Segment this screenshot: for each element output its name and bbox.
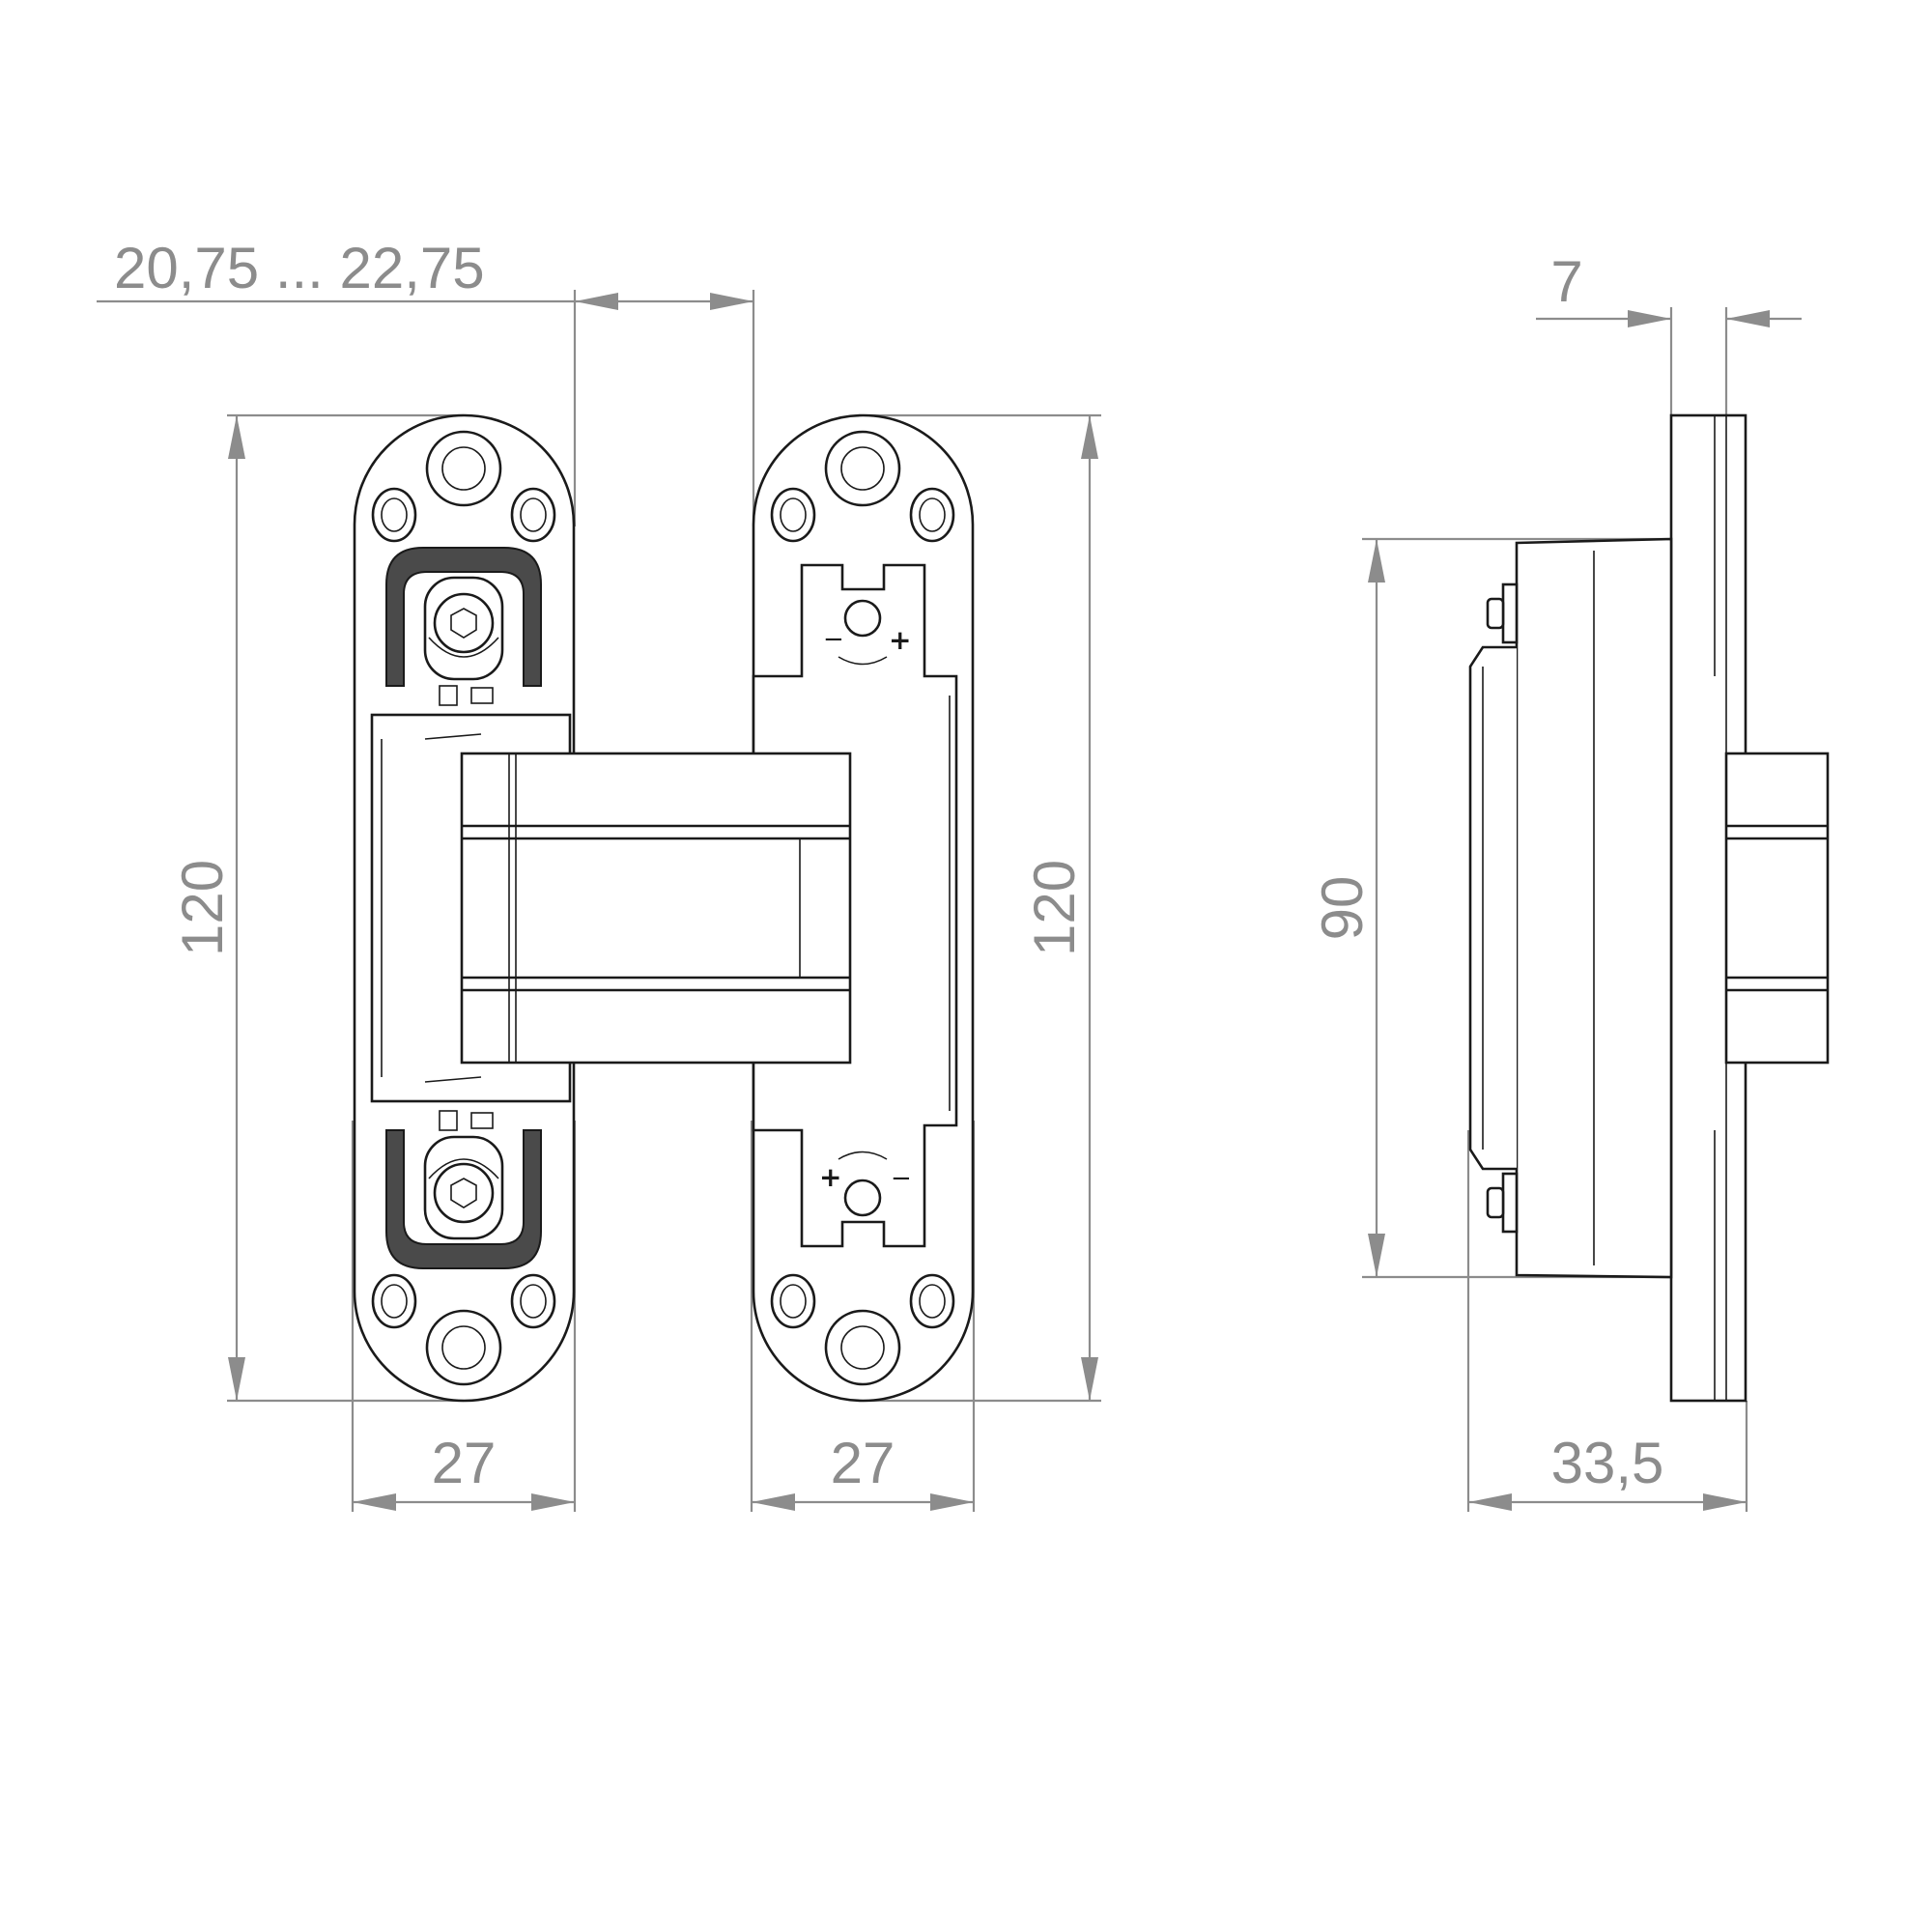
gap-dimension: 20,75 ... 22,75 [97, 236, 755, 526]
adjust-screw-bottom [433, 1162, 495, 1224]
right-height-dimension: 120 [869, 413, 1101, 1403]
minus-symbol: − [891, 1164, 912, 1193]
left-height-label: 120 [170, 860, 235, 956]
cam-housing-top [385, 547, 542, 687]
side-height-dimension: 90 [1310, 537, 1671, 1279]
left-width-label: 27 [432, 1431, 497, 1495]
mounting-hole [770, 1273, 816, 1329]
mounting-hole [909, 487, 955, 543]
mounting-hole [824, 1309, 901, 1386]
side-depth-label: 33,5 [1551, 1431, 1664, 1495]
mounting-hole [510, 1273, 556, 1329]
plus-symbol: + [889, 624, 911, 656]
mounting-hole [824, 430, 901, 507]
mounting-hole [770, 487, 816, 543]
side-flange-dimension: 7 [1536, 249, 1802, 415]
side-depth-dimension: 33,5 [1466, 1130, 1748, 1512]
side-view [1468, 413, 1830, 1403]
right-hinge-plate: − + + − [752, 413, 975, 1403]
mounting-hole [371, 1273, 417, 1329]
side-screw-bottom [1501, 1172, 1519, 1234]
side-flange-label: 7 [1550, 249, 1582, 314]
hinge-arm [460, 752, 852, 1065]
side-height-label: 90 [1310, 876, 1375, 941]
depth-adjust-screw-bottom [843, 1179, 882, 1217]
side-screw-top [1501, 582, 1519, 644]
hinge-arm-body [460, 752, 852, 1065]
right-width-dimension: 27 [750, 1121, 976, 1512]
right-body-block [752, 563, 958, 1248]
cam-housing-bottom [385, 1129, 542, 1269]
mounting-hole [425, 1309, 502, 1386]
right-height-label: 120 [1022, 860, 1087, 956]
left-height-dimension: 120 [170, 413, 464, 1403]
mounting-hole [510, 487, 556, 543]
left-width-dimension: 27 [351, 1121, 577, 1512]
right-width-label: 27 [831, 1431, 895, 1495]
gap-dimension-label: 20,75 ... 22,75 [114, 236, 485, 300]
side-knuckle-block [1724, 752, 1830, 1065]
minus-symbol: − [823, 625, 844, 654]
mounting-hole [371, 487, 417, 543]
side-bracket [1468, 645, 1517, 1171]
plus-symbol: + [819, 1161, 841, 1193]
mounting-hole [909, 1273, 955, 1329]
dimension-lines: 20,75 ... 22,75 120 120 27 [97, 236, 1802, 1512]
adjust-screw-top [433, 592, 495, 654]
depth-adjust-screw-top [843, 599, 882, 638]
mounting-hole [425, 430, 502, 507]
